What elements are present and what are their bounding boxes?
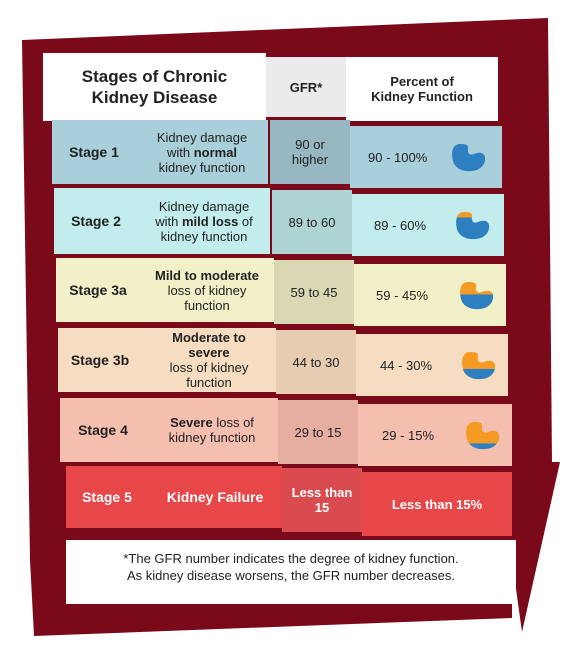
gfr-header: GFR* [266, 57, 346, 117]
footnote-line-1: *The GFR number indicates the degree of … [123, 551, 459, 566]
stage-1-label: Stage 1 [52, 120, 136, 184]
kidney-icon [466, 422, 500, 450]
gfr-header-label: GFR* [289, 79, 323, 95]
kidney-icon [462, 352, 496, 380]
stage-5-description: Kidney Failure [148, 466, 282, 528]
kidney-lost-fill [460, 282, 494, 295]
stage-4-gfr: 29 to 15 [278, 400, 358, 464]
kidney-lost-fill [450, 140, 488, 144]
stage-2-description: Kidney damage with mild loss of kidney f… [138, 188, 270, 254]
stage-1-desc-line-3: kidney function [158, 159, 246, 175]
stage-1-text: Stage 1 [69, 143, 119, 160]
kidney-function-fill [466, 443, 500, 450]
kidney-function-fill [452, 144, 486, 172]
title-line-2: Kidney Disease [91, 88, 218, 107]
stage-5-gfr: Less than 15 [282, 468, 362, 532]
stage-3b-description: Moderate to severe loss of kidney functi… [142, 328, 276, 392]
kidney-function-fill [462, 368, 496, 380]
kidney-lost-fill [466, 422, 500, 444]
footnote-line-2: As kidney disease worsens, the GFR numbe… [126, 568, 456, 583]
stage-2-label: Stage 2 [54, 188, 138, 254]
title-cell: Stages of Chronic Kidney Disease [43, 53, 266, 121]
kidney-function-fill [460, 294, 494, 310]
kidney-icon [456, 212, 490, 240]
kidney-lost-fill [462, 352, 496, 369]
stage-1-gfr: 90 or higher [270, 120, 350, 184]
stage-1-desc-line-1: Kidney damage [156, 129, 248, 145]
kidney-lost-fill [456, 212, 490, 218]
stage-3b-gfr: 44 to 30 [276, 330, 356, 394]
percent-header-line-2: Kidney Function [371, 89, 473, 104]
stage-5-label: Stage 5 [66, 466, 148, 528]
kidney-icon [460, 282, 494, 310]
stage-4-label: Stage 4 [60, 398, 146, 462]
stage-1-description: Kidney damage with normal kidney functio… [136, 120, 268, 184]
stage-3b-label: Stage 3b [58, 328, 142, 392]
title-line-1: Stages of Chronic [81, 67, 228, 86]
kidney-icon [450, 140, 488, 172]
kidney-function-fill [456, 217, 490, 240]
stage-5-percent: Less than 15% [362, 472, 512, 536]
percent-header: Percent of Kidney Function [346, 57, 498, 121]
stage-3a-label: Stage 3a [56, 258, 140, 322]
percent-header-line-1: Percent of [390, 74, 454, 89]
stage-3a-description: Mild to moderate loss of kidney function [140, 258, 274, 322]
stage-1-desc-line-2: with normal [166, 144, 238, 160]
stage-3a-gfr: 59 to 45 [274, 260, 354, 324]
stage-4-description: Severe loss of kidney function [146, 398, 278, 462]
footnote: *The GFR number indicates the degree of … [66, 540, 516, 604]
stage-2-gfr: 89 to 60 [272, 190, 352, 254]
